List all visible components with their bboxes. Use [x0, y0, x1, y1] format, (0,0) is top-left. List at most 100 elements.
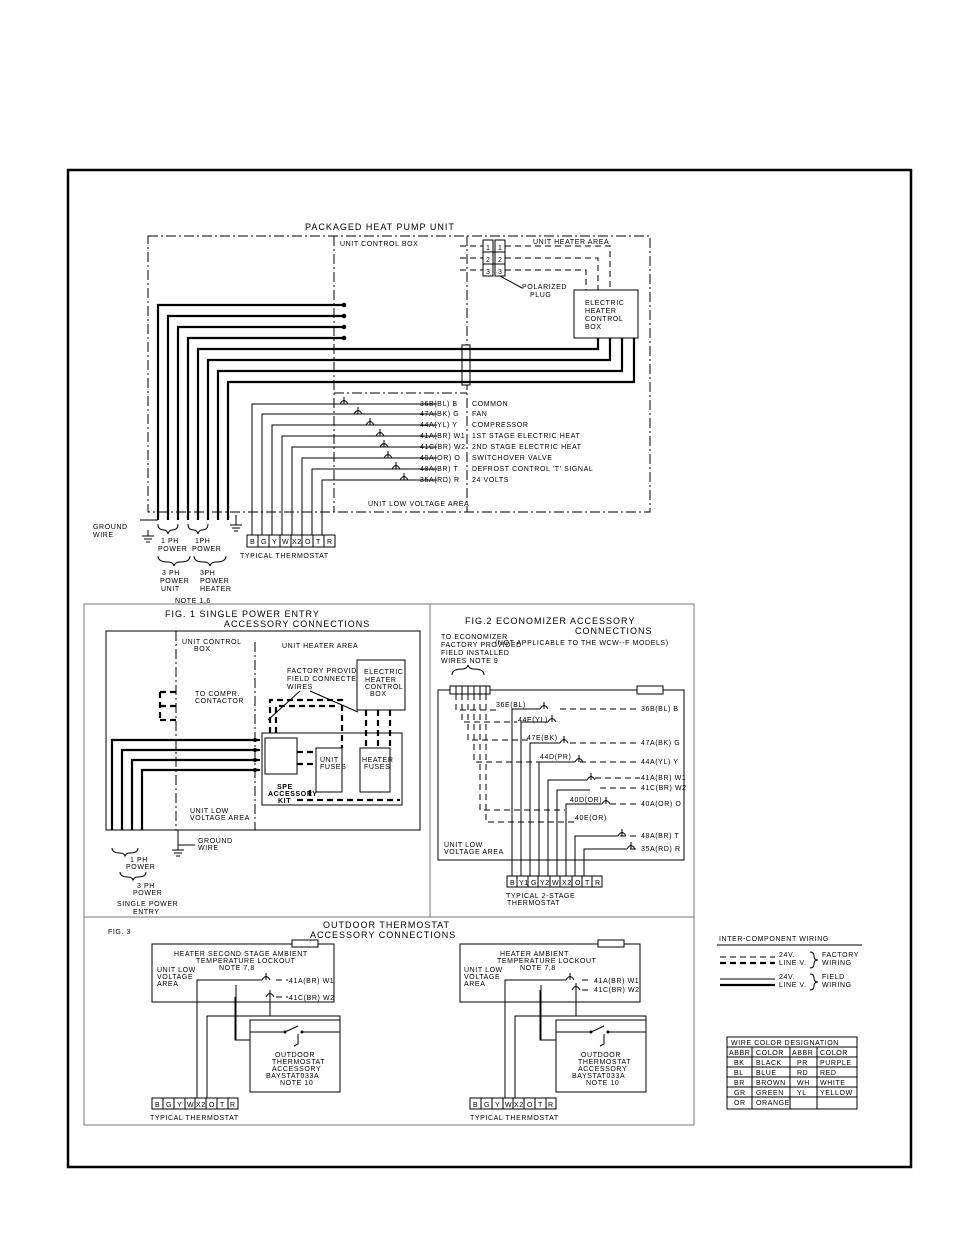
svg-text:WIRING: WIRING: [822, 982, 852, 989]
svg-text:ACCESSORY: ACCESSORY: [578, 1066, 627, 1073]
svg-text:POWER: POWER: [133, 890, 162, 897]
svg-text:OR: OR: [734, 1100, 746, 1107]
svg-text:BOX: BOX: [194, 646, 211, 653]
svg-text:FAN: FAN: [472, 411, 487, 418]
svg-text:ELECTRIC: ELECTRIC: [364, 669, 403, 676]
svg-text:1 PH: 1 PH: [161, 538, 179, 545]
svg-text:COMMON: COMMON: [472, 401, 508, 408]
svg-text:POWER: POWER: [126, 864, 155, 871]
svg-text:WIRING: WIRING: [822, 960, 852, 967]
fig1-single-power-entry: FIG. 1 SINGLE POWER ENTRY ACCESSORY CONN…: [83, 603, 695, 1126]
svg-text:Y1: Y1: [519, 880, 529, 887]
svg-text:41C(BR) W2: 41C(BR) W2: [641, 785, 687, 792]
svg-text:B: B: [155, 1102, 160, 1109]
svg-text:POLARIZED: POLARIZED: [522, 284, 567, 291]
unit-heater-area-label: UNIT HEATER AREA: [533, 239, 609, 246]
low-voltage-area-label: UNIT LOW VOLTAGE AREA: [368, 501, 469, 508]
svg-text:POWER: POWER: [158, 546, 187, 553]
svg-text:BLACK: BLACK: [756, 1060, 782, 1067]
svg-text:UNIT LOW: UNIT LOW: [464, 967, 503, 974]
svg-text:1: 1: [498, 245, 503, 252]
svg-text:40A(OR) O: 40A(OR) O: [420, 455, 460, 462]
svg-text:R: R: [595, 880, 601, 887]
svg-text:T: T: [538, 1102, 543, 1109]
svg-text:HEATER AMBIENT: HEATER AMBIENT: [500, 951, 569, 958]
svg-text:UNIT LOW: UNIT LOW: [157, 967, 196, 974]
svg-text:G: G: [484, 1102, 490, 1109]
svg-text:FIG. 1 SINGLE POWER ENTRY: FIG. 1 SINGLE POWER ENTRY: [165, 609, 320, 619]
svg-text:CONTROL: CONTROL: [365, 684, 403, 691]
svg-text:ABBR: ABBR: [792, 1050, 813, 1057]
svg-text:POWER: POWER: [192, 546, 221, 553]
svg-text:SINGLE POWER: SINGLE POWER: [117, 901, 178, 908]
svg-text:FIELD CONNECTED: FIELD CONNECTED: [287, 676, 362, 683]
svg-text:OUTDOOR: OUTDOOR: [581, 1052, 621, 1059]
svg-text:ABBR: ABBR: [729, 1050, 750, 1057]
svg-text:YELLOW: YELLOW: [820, 1090, 853, 1097]
svg-text:SPE: SPE: [277, 784, 293, 791]
svg-text:FACTORY: FACTORY: [822, 952, 859, 959]
svg-text:NOTE 10: NOTE 10: [280, 1080, 313, 1087]
svg-text:3: 3: [498, 269, 503, 276]
svg-text:Y: Y: [495, 1102, 500, 1109]
svg-text:GROUND: GROUND: [93, 524, 128, 531]
svg-text:O: O: [575, 880, 581, 887]
svg-text:O: O: [527, 1102, 533, 1109]
svg-text:COLOR: COLOR: [756, 1050, 784, 1057]
svg-text:R: R: [327, 539, 333, 546]
svg-text:CONNECTIONS: CONNECTIONS: [575, 626, 653, 636]
svg-text:35A(RD) R: 35A(RD) R: [641, 846, 681, 853]
svg-text:B: B: [250, 539, 255, 546]
svg-text:35A(RD) R: 35A(RD) R: [420, 477, 460, 484]
svg-text:UNIT: UNIT: [320, 757, 339, 764]
svg-text:KIT: KIT: [278, 798, 291, 805]
svg-text:24 VOLTS: 24 VOLTS: [472, 477, 509, 484]
svg-text:FUSES: FUSES: [364, 764, 390, 771]
svg-text:41C(BR) W2: 41C(BR) W2: [289, 995, 335, 1002]
svg-text:UNIT LOW: UNIT LOW: [444, 842, 483, 849]
svg-text:UNIT CONTROL: UNIT CONTROL: [182, 639, 242, 646]
svg-text:GREEN: GREEN: [756, 1090, 784, 1097]
svg-text:1 PH: 1 PH: [130, 857, 148, 864]
svg-text:POWER: POWER: [160, 578, 189, 585]
svg-text:WIRES NOTE 9: WIRES NOTE 9: [441, 658, 498, 665]
svg-text:44A(YL) Y: 44A(YL) Y: [420, 422, 458, 429]
svg-text:X2: X2: [292, 539, 302, 546]
svg-text:RD: RD: [797, 1070, 808, 1077]
svg-text:O: O: [209, 1102, 215, 1109]
svg-text:3 PH: 3 PH: [162, 570, 180, 577]
svg-text:FACTORY PROVIDED: FACTORY PROVIDED: [287, 668, 368, 675]
svg-text:2: 2: [486, 257, 491, 264]
svg-text:CONTROL: CONTROL: [585, 316, 623, 323]
svg-text:T: T: [220, 1102, 225, 1109]
svg-text:UNIT: UNIT: [161, 586, 180, 593]
page-frame: [66, 168, 913, 1169]
svg-text:BOX: BOX: [370, 691, 387, 698]
svg-text:B: B: [473, 1102, 478, 1109]
svg-text:HEATER: HEATER: [200, 586, 231, 593]
svg-text:VOLTAGE AREA: VOLTAGE AREA: [190, 815, 250, 822]
heater-control-box: [573, 289, 639, 339]
svg-text:CONTACTOR: CONTACTOR: [195, 698, 244, 705]
svg-text:40D(OR): 40D(OR): [570, 797, 602, 804]
svg-text:44D(PR): 44D(PR): [540, 754, 571, 761]
svg-text:G: G: [166, 1102, 172, 1109]
svg-text:PURPLE: PURPLE: [820, 1060, 852, 1067]
svg-text:ELECTRIC: ELECTRIC: [585, 300, 624, 307]
svg-text:SWITCHOVER VALVE: SWITCHOVER VALVE: [472, 455, 553, 462]
svg-text:WH: WH: [797, 1080, 810, 1087]
svg-text:UNIT LOW: UNIT LOW: [190, 808, 229, 815]
main-thermostat-strip: B G Y W X2 O T R TYPICAL THERMOSTAT: [240, 534, 336, 560]
svg-text:BK: BK: [734, 1060, 745, 1067]
svg-text:ACCESSORY: ACCESSORY: [268, 791, 317, 798]
svg-text:40E(OR): 40E(OR): [575, 815, 607, 822]
svg-text:ACCESSORY: ACCESSORY: [272, 1066, 321, 1073]
svg-text:R: R: [548, 1102, 554, 1109]
svg-text:X2: X2: [514, 1102, 524, 1109]
fig3-outdoor-thermostat: FIG. 3 OUTDOOR THERMOSTAT ACCESSORY CONN…: [108, 920, 647, 1122]
svg-text:ORANGE: ORANGE: [756, 1100, 790, 1107]
svg-text:40A(OR) O: 40A(OR) O: [641, 801, 681, 808]
wire-color-table: WIRE COLOR DESIGNATION ABBR COLOR ABBR C…: [726, 1036, 858, 1110]
svg-text:POWER: POWER: [200, 578, 229, 585]
